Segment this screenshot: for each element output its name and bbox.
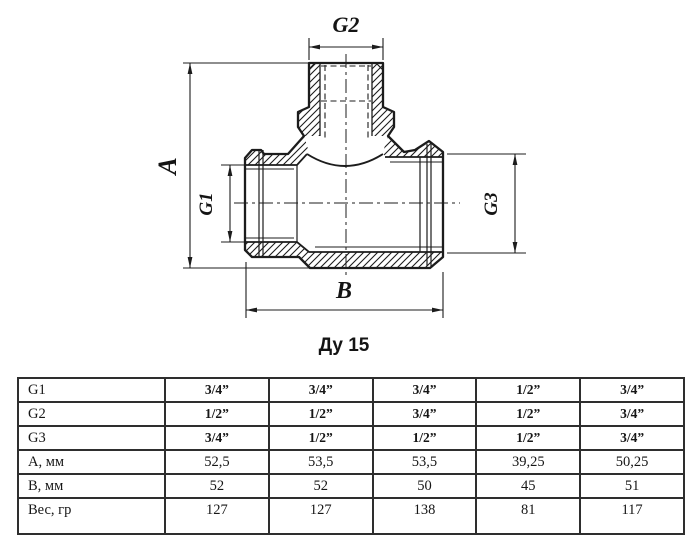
drawing-caption: Ду 15 — [319, 335, 370, 356]
table-cell: 3/4” — [579, 425, 685, 451]
table-cell: 127 — [267, 497, 374, 535]
row-label: G1 — [17, 377, 166, 403]
table-cell: 1/2” — [475, 425, 582, 451]
table-cell: 39,25 — [475, 449, 582, 475]
table-cell: 138 — [371, 497, 478, 535]
body-top-right-wall — [383, 136, 443, 157]
table-cell: 1/2” — [164, 401, 270, 427]
table-cell: 81 — [475, 497, 582, 535]
row-label: В, мм — [17, 473, 166, 499]
row-label: G3 — [17, 425, 166, 451]
table-cell: 52 — [267, 473, 374, 499]
table-cell: 3/4” — [371, 377, 478, 403]
row-label: G2 — [17, 401, 166, 427]
spec-table: G1 3/4” 3/4” 3/4” 1/2” 3/4” G2 1/2” 1/2”… — [17, 377, 685, 535]
dim-label-g3: G3 — [481, 192, 502, 215]
table-cell: 3/4” — [579, 401, 685, 427]
section-hatching — [245, 63, 443, 268]
table-cell: 1/2” — [475, 377, 582, 403]
body-top-left-wall — [245, 136, 309, 165]
table-cell: 1/2” — [475, 401, 582, 427]
table-row-b-mm: В, мм 52 52 50 45 51 — [17, 473, 685, 499]
table-cell: 3/4” — [371, 401, 478, 427]
tee-fitting-drawing: A G1 G2 G3 B Ду 15 — [153, 12, 526, 356]
table-cell: 3/4” — [579, 377, 685, 403]
table-cell: 53,5 — [267, 449, 374, 475]
table-cell: 3/4” — [164, 425, 270, 451]
table-cell: 1/2” — [267, 401, 374, 427]
table-cell: 52,5 — [164, 449, 270, 475]
dim-label-g1: G1 — [196, 192, 217, 215]
table-cell: 50,25 — [579, 449, 685, 475]
table-cell: 50 — [371, 473, 478, 499]
bore-lines — [245, 62, 443, 266]
dimension-g3 — [447, 153, 526, 254]
table-row-a-mm: А, мм 52,5 53,5 53,5 39,25 50,25 — [17, 449, 685, 475]
branch-thread-dashed — [321, 65, 371, 138]
row-label: Вес, гр — [17, 497, 166, 535]
table-cell: 117 — [579, 497, 685, 535]
table-cell: 45 — [475, 473, 582, 499]
table-cell: 1/2” — [371, 425, 478, 451]
table-row-g3: G3 3/4” 1/2” 1/2” 1/2” 3/4” — [17, 425, 685, 451]
table-cell: 127 — [164, 497, 270, 535]
row-label: А, мм — [17, 449, 166, 475]
table-cell: 1/2” — [267, 425, 374, 451]
table-cell: 51 — [579, 473, 685, 499]
dim-label-g2: G2 — [333, 12, 360, 37]
dimension-a — [183, 62, 336, 269]
table-cell: 53,5 — [371, 449, 478, 475]
table-cell: 52 — [164, 473, 270, 499]
body-bottom-wall — [245, 242, 443, 268]
table-row-weight: Вес, гр 127 127 138 81 117 — [17, 497, 685, 535]
table-cell: 3/4” — [164, 377, 270, 403]
dim-label-b: B — [335, 278, 352, 304]
dimension-g2 — [308, 38, 384, 60]
table-cell: 3/4” — [267, 377, 374, 403]
dimension-b — [245, 262, 444, 318]
centerlines — [234, 54, 460, 278]
table-row-g2: G2 1/2” 1/2” 3/4” 1/2” 3/4” — [17, 401, 685, 427]
table-row-g1: G1 3/4” 3/4” 3/4” 1/2” 3/4” — [17, 377, 685, 403]
dimension-g1 — [221, 164, 248, 243]
dim-label-a: A — [153, 157, 182, 176]
